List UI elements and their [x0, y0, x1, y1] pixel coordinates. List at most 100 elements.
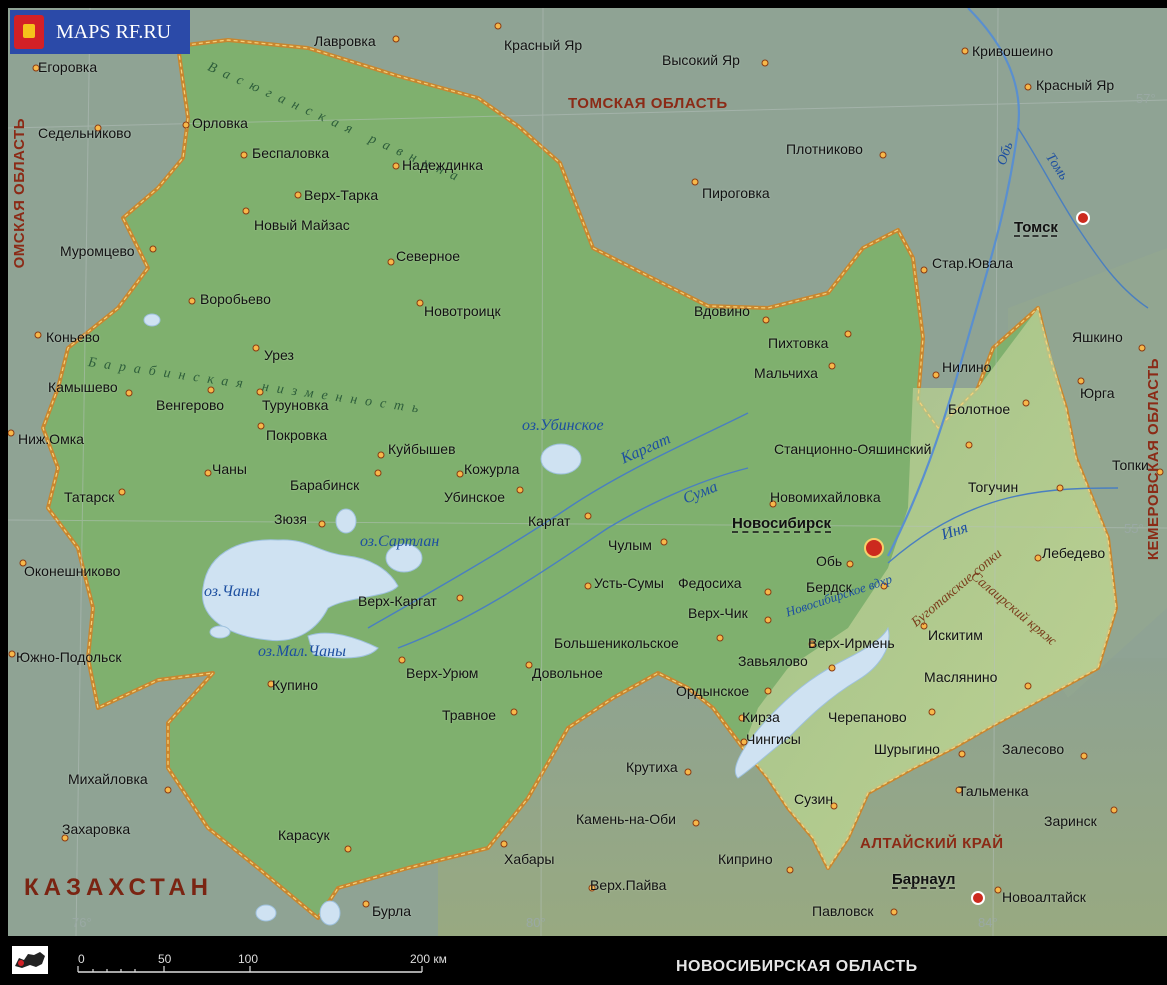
- place-label[interactable]: Искитим: [928, 627, 983, 643]
- place-label[interactable]: Куйбышев: [388, 441, 456, 457]
- place-label[interactable]: Егоровка: [38, 59, 98, 75]
- place-label[interactable]: Чаны: [212, 461, 247, 477]
- place-label[interactable]: Орловка: [192, 115, 248, 131]
- place-label[interactable]: Пироговка: [702, 185, 770, 201]
- place-label[interactable]: Бердск: [806, 579, 852, 595]
- place-label[interactable]: Павловск: [812, 903, 874, 919]
- place-label[interactable]: Кирза: [742, 709, 780, 725]
- place-label[interactable]: Юрга: [1080, 385, 1115, 401]
- place-label[interactable]: Верх-Каргат: [358, 593, 437, 609]
- place-label[interactable]: Хабары: [504, 851, 555, 867]
- place-label[interactable]: Михайловка: [68, 771, 148, 787]
- site-logo[interactable]: MAPS RF.RU: [10, 10, 190, 54]
- place-marker: [182, 121, 190, 129]
- place-label[interactable]: Нилино: [942, 359, 992, 375]
- place-label[interactable]: Киприно: [718, 851, 773, 867]
- place-label[interactable]: Маслянино: [924, 669, 998, 685]
- place-label[interactable]: Новомихайловка: [770, 489, 881, 505]
- place-label[interactable]: Верх-Урюм: [406, 665, 479, 681]
- place-label[interactable]: Вдовино: [694, 303, 750, 319]
- region-kazakhstan: КАЗАХСТАН: [24, 874, 213, 901]
- place-label[interactable]: Довольное: [532, 665, 603, 681]
- place-label[interactable]: Северное: [396, 248, 461, 264]
- map-area[interactable]: 57° 55° 76° 80° 84° ТОМСКАЯ ОБЛАСТЬ ОМСК…: [8, 8, 1167, 936]
- place-label[interactable]: Муромцево: [60, 243, 135, 259]
- barnaul-marker: [971, 891, 985, 905]
- place-label[interactable]: Коньево: [46, 329, 100, 345]
- place-marker: [879, 151, 887, 159]
- place-label[interactable]: Камень-на-Оби: [576, 811, 676, 827]
- place-label[interactable]: Кривошеино: [972, 43, 1054, 59]
- place-label[interactable]: Плотниково: [786, 141, 863, 157]
- place-label[interactable]: Чингисы: [746, 731, 801, 747]
- place-marker: [257, 422, 265, 430]
- place-label[interactable]: Федосиха: [678, 575, 742, 591]
- place-label[interactable]: Травное: [442, 707, 497, 723]
- place-label[interactable]: Тогучин: [968, 479, 1019, 495]
- place-label[interactable]: Захаровка: [62, 821, 131, 837]
- place-label[interactable]: Верх.Пайва: [590, 877, 667, 893]
- place-label[interactable]: Новый Майзас: [254, 217, 350, 233]
- place-label[interactable]: Седельниково: [38, 125, 132, 141]
- place-label[interactable]: Воробьево: [200, 291, 271, 307]
- place-marker: [762, 316, 770, 324]
- place-label[interactable]: Верх-Тарка: [304, 187, 379, 203]
- place-marker: [374, 469, 382, 477]
- capital-tomsk[interactable]: Томск: [1014, 219, 1058, 236]
- place-label[interactable]: Болотное: [948, 401, 1011, 417]
- place-label[interactable]: Станционно-Ояшинский: [774, 441, 932, 457]
- place-label[interactable]: Топки: [1112, 457, 1149, 473]
- region-altai: АЛТАЙСКИЙ КРАЙ: [860, 835, 1004, 852]
- place-label[interactable]: Красный Яр: [504, 37, 583, 53]
- place-label[interactable]: Южно-Подольск: [16, 649, 122, 665]
- place-label[interactable]: Черепаново: [828, 709, 907, 725]
- place-label[interactable]: Новотроицк: [424, 303, 501, 319]
- place-label[interactable]: Карасук: [278, 827, 330, 843]
- place-label[interactable]: Красный Яр: [1036, 77, 1115, 93]
- place-label[interactable]: Покровка: [266, 427, 328, 443]
- place-label[interactable]: Венгерово: [156, 397, 225, 413]
- place-label[interactable]: Кожурла: [464, 461, 520, 477]
- place-marker: [392, 35, 400, 43]
- place-label[interactable]: Шурыгино: [874, 741, 940, 757]
- place-label[interactable]: Крутиха: [626, 759, 678, 775]
- place-label[interactable]: Лебедево: [1042, 545, 1106, 561]
- place-label[interactable]: Верх-Ирмень: [808, 635, 895, 651]
- place-label[interactable]: Сузин: [794, 791, 834, 807]
- place-label[interactable]: Зюзя: [274, 511, 307, 527]
- place-label[interactable]: Купино: [272, 677, 319, 693]
- capital-novosibirsk[interactable]: Новосибирск: [732, 515, 832, 532]
- place-label[interactable]: Чулым: [608, 537, 652, 553]
- place-label[interactable]: Туруновка: [262, 397, 329, 413]
- place-label[interactable]: Усть-Сумы: [594, 575, 664, 591]
- place-label[interactable]: Заринск: [1044, 813, 1097, 829]
- place-label[interactable]: Большеникольское: [554, 635, 679, 651]
- place-label[interactable]: Лавровка: [314, 33, 376, 49]
- place-label[interactable]: Залесово: [1002, 741, 1065, 757]
- place-label[interactable]: Камышево: [48, 379, 118, 395]
- place-label[interactable]: Яшкино: [1072, 329, 1123, 345]
- place-label[interactable]: Бурла: [372, 903, 411, 919]
- place-label[interactable]: Барабинск: [290, 477, 360, 493]
- place-label[interactable]: Оконешниково: [24, 563, 121, 579]
- place-label[interactable]: Тальменка: [958, 783, 1029, 799]
- place-label[interactable]: Высокий Яр: [662, 52, 740, 68]
- place-label[interactable]: Мальчиха: [754, 365, 818, 381]
- place-label[interactable]: Пихтовка: [768, 335, 829, 351]
- place-label[interactable]: Обь: [816, 553, 843, 569]
- place-label[interactable]: Новоалтайск: [1002, 889, 1086, 905]
- place-label[interactable]: Ордынское: [676, 683, 750, 699]
- place-label[interactable]: Каргат: [528, 513, 571, 529]
- russia-map-icon[interactable]: [12, 946, 48, 974]
- place-label[interactable]: Ниж.Омка: [18, 431, 84, 447]
- place-label[interactable]: Верх-Чик: [688, 605, 748, 621]
- place-label[interactable]: Завьялово: [738, 653, 808, 669]
- place-marker: [830, 802, 838, 810]
- place-label[interactable]: Надеждинка: [402, 157, 483, 173]
- place-label[interactable]: Урез: [264, 347, 294, 363]
- capital-barnaul[interactable]: Барнаул: [892, 871, 956, 888]
- place-label[interactable]: Стар.Ювала: [932, 255, 1013, 271]
- place-label[interactable]: Татарск: [64, 489, 115, 505]
- place-label[interactable]: Беспаловка: [252, 145, 330, 161]
- place-label[interactable]: Убинское: [444, 489, 506, 505]
